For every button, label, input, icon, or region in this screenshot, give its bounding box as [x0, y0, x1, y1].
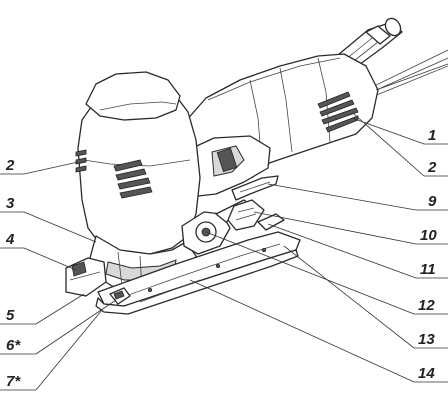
callout-9: 9	[428, 193, 437, 210]
handle-grip	[185, 135, 271, 197]
callout-14: 14	[418, 365, 435, 382]
callout-12: 12	[418, 297, 435, 314]
switch-lever	[231, 175, 279, 201]
callout-13: 13	[418, 331, 435, 348]
callout-2-left: 2	[5, 157, 15, 174]
callout-1: 1	[428, 127, 436, 144]
power-cord	[369, 49, 448, 97]
callout-7: 7*	[6, 373, 21, 390]
callout-2-right: 2	[427, 159, 437, 176]
callout-labels: 1 2 9 10 11 12 13 14 2 3 4 5 6* 7*	[5, 127, 437, 390]
callout-5: 5	[6, 307, 15, 324]
callout-10: 10	[420, 227, 437, 244]
bevel-mechanism	[181, 199, 285, 255]
callout-3: 3	[6, 195, 15, 212]
vent-slots-front	[75, 149, 153, 199]
callout-11: 11	[420, 261, 436, 278]
main-body	[77, 71, 201, 255]
chip-deflector	[65, 257, 107, 297]
cord-sleeve	[337, 17, 403, 71]
leader-lines	[0, 63, 448, 391]
callout-4: 4	[5, 231, 15, 248]
callout-6: 6*	[6, 337, 21, 354]
base-plate	[95, 231, 301, 315]
